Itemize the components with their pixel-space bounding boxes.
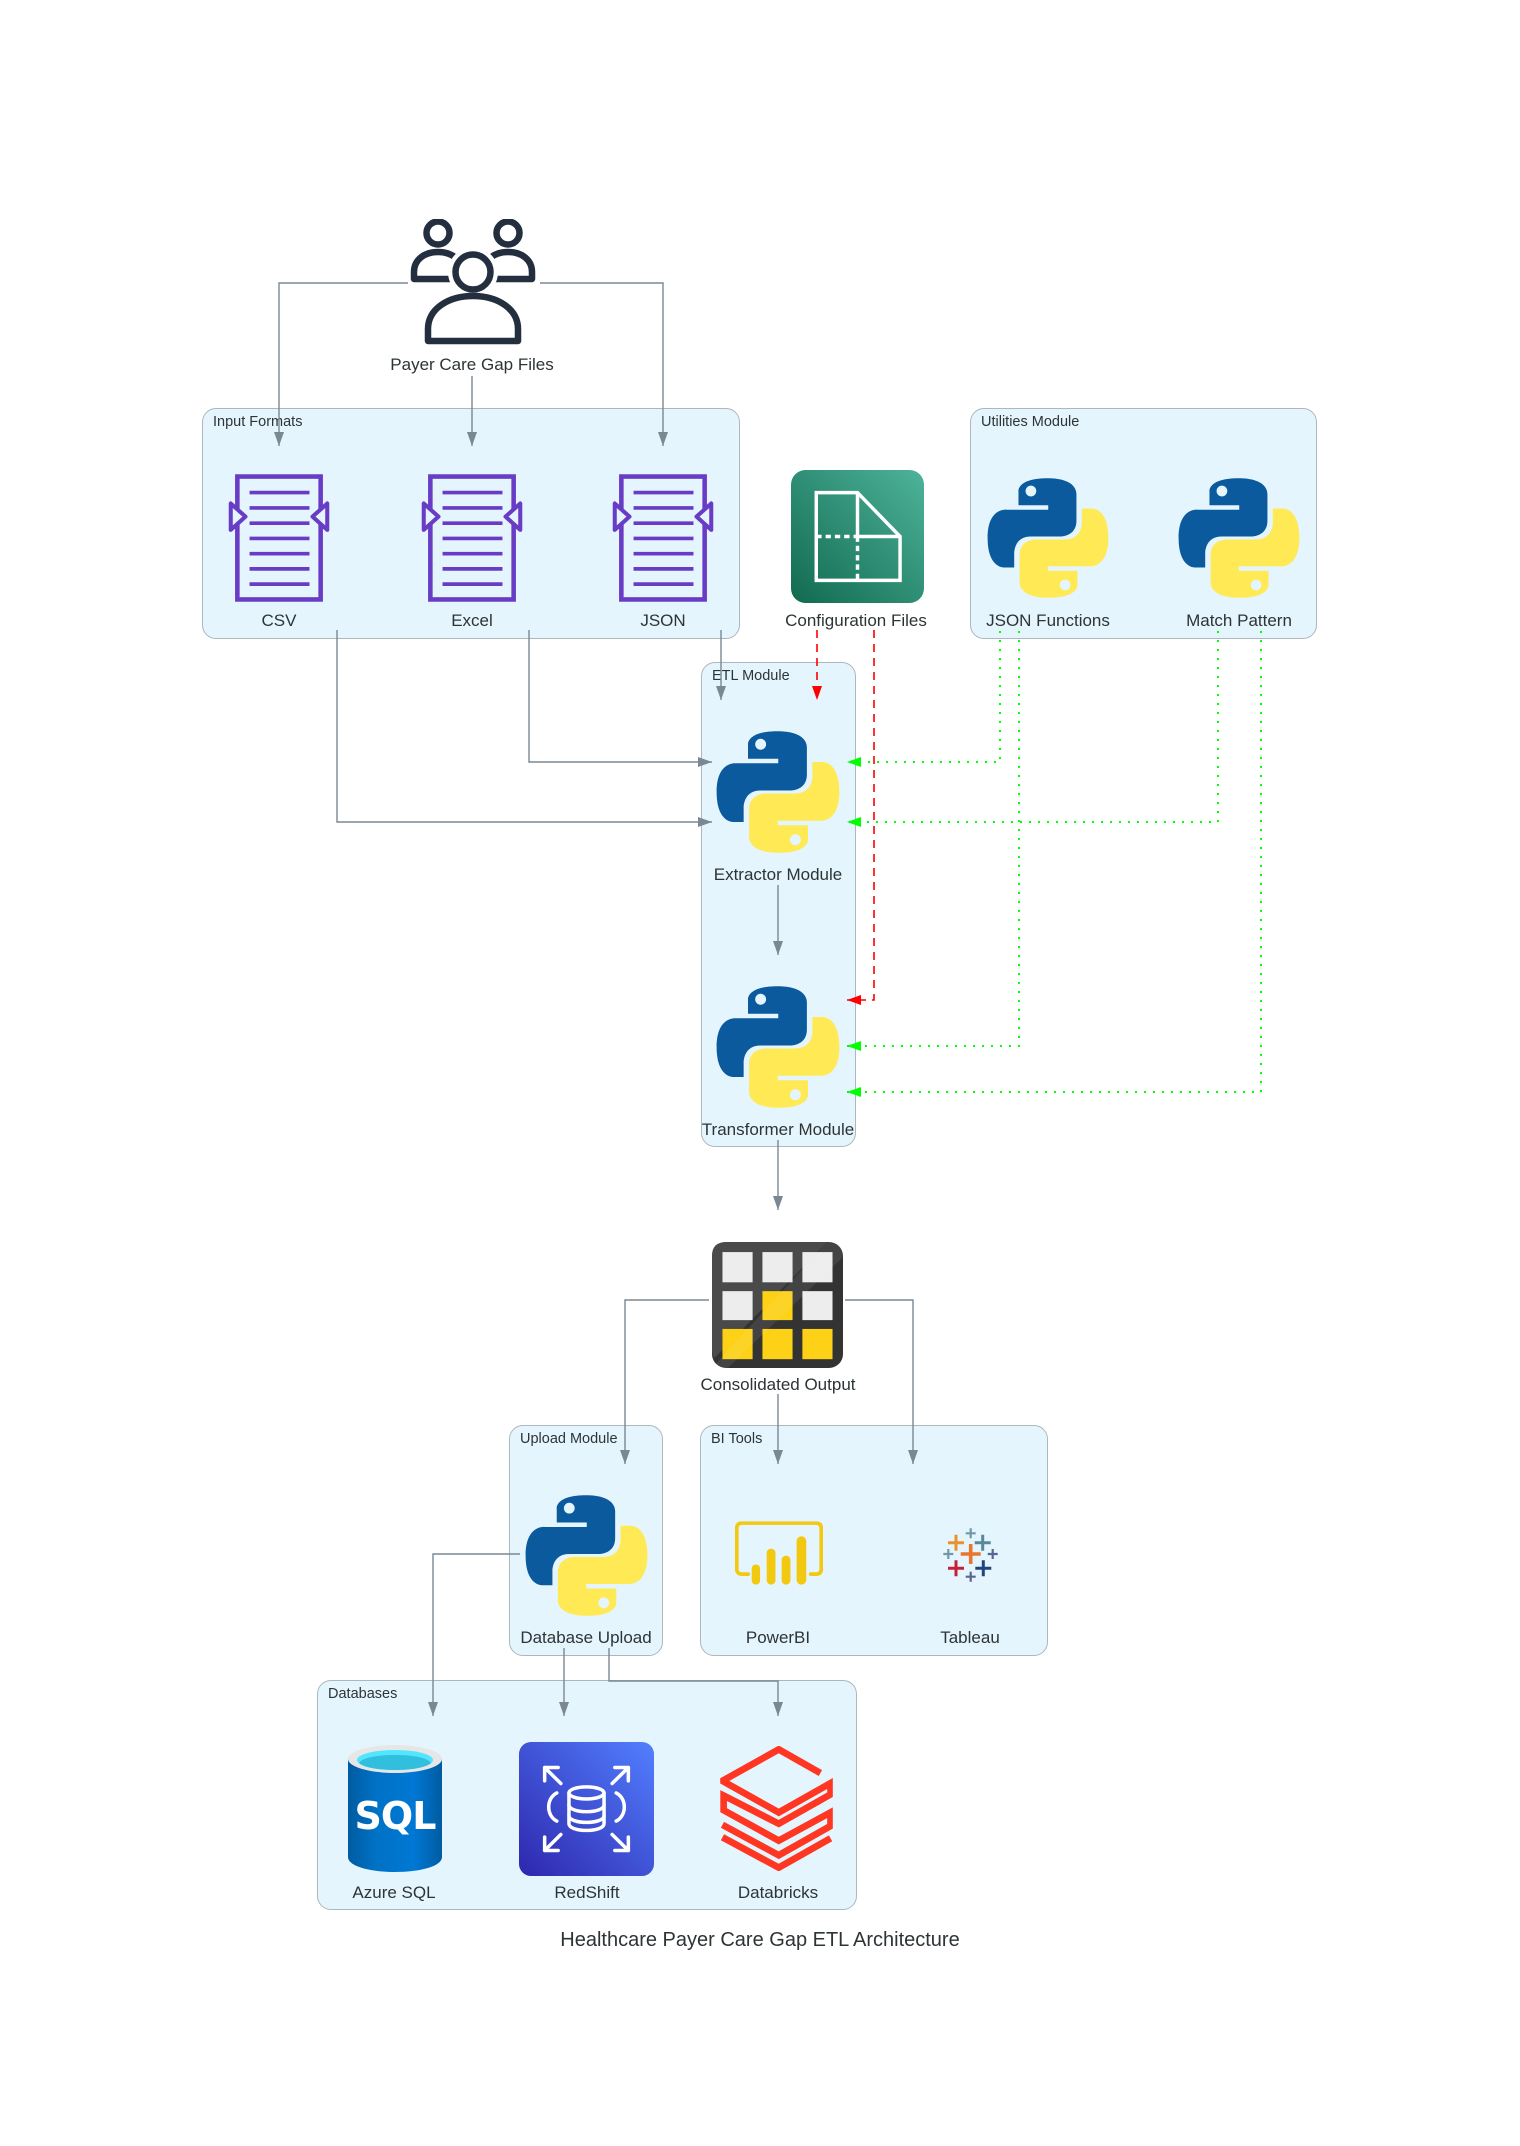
- document-icon[interactable]: [612, 474, 714, 602]
- node-label-match-pattern: Match Pattern: [1186, 611, 1292, 630]
- configuration-files-icon[interactable]: [791, 470, 924, 603]
- python-icon[interactable]: [525, 1494, 648, 1617]
- powerbi-icon[interactable]: [735, 1521, 823, 1585]
- node-label-json-functions: JSON Functions: [986, 611, 1110, 630]
- tableau-icon[interactable]: [940, 1520, 1005, 1585]
- edge-json-functions-to-transformer: [847, 631, 1020, 1051]
- node-label-powerbi: PowerBI: [745, 1628, 811, 1647]
- node-label-databricks: Databricks: [737, 1883, 819, 1902]
- node-label-redshift: RedShift: [554, 1883, 620, 1902]
- node-label-json: JSON: [640, 611, 686, 630]
- python-icon[interactable]: [987, 477, 1109, 599]
- edge-excel-to-extractor: [528, 630, 712, 767]
- cluster-label: Databases: [328, 1686, 398, 1702]
- edge-match-pattern-to-transformer: [847, 631, 1262, 1097]
- document-icon[interactable]: [228, 474, 330, 602]
- users-icon[interactable]: [410, 219, 536, 345]
- node-label-consolidated-output: Consolidated Output: [700, 1375, 856, 1394]
- cluster-label: ETL Module: [712, 668, 790, 684]
- python-icon[interactable]: [716, 730, 840, 854]
- diagram-title: Healthcare Payer Care Gap ETL Architectu…: [560, 1929, 960, 1951]
- node-label-database-upload: Database Upload: [520, 1628, 652, 1647]
- edge-match-pattern-to-extractor: [847, 631, 1219, 827]
- cluster-label: Utilities Module: [981, 414, 1080, 430]
- node-label-tableau: Tableau: [940, 1628, 1000, 1647]
- redshift-icon[interactable]: [519, 1742, 654, 1876]
- node-label-payer-files: Payer Care Gap Files: [390, 355, 554, 374]
- node-label-extractor-module: Extractor Module: [713, 865, 843, 884]
- cluster-label: Upload Module: [520, 1431, 618, 1447]
- edge-csv-to-extractor: [336, 630, 712, 827]
- python-icon[interactable]: [716, 985, 840, 1109]
- node-label-csv: CSV: [261, 611, 297, 630]
- azure-sql-glyph-text: SQL: [354, 1794, 437, 1838]
- edge-json-functions-to-extractor: [847, 631, 1001, 767]
- node-label-transformer-module: Transformer Module: [701, 1120, 855, 1139]
- document-icon[interactable]: [421, 474, 523, 602]
- python-icon[interactable]: [1178, 477, 1300, 599]
- table-grid-icon[interactable]: [712, 1242, 843, 1368]
- azure-sql-icon[interactable]: SQL: [348, 1745, 442, 1872]
- node-label-configuration-files: Configuration Files: [785, 611, 927, 630]
- databricks-icon[interactable]: [720, 1746, 833, 1871]
- node-label-excel: Excel: [451, 611, 493, 630]
- cluster-label: Input Formats: [213, 414, 303, 430]
- node-label-azure-sql: Azure SQL: [352, 1883, 436, 1902]
- cluster-label: BI Tools: [711, 1431, 763, 1447]
